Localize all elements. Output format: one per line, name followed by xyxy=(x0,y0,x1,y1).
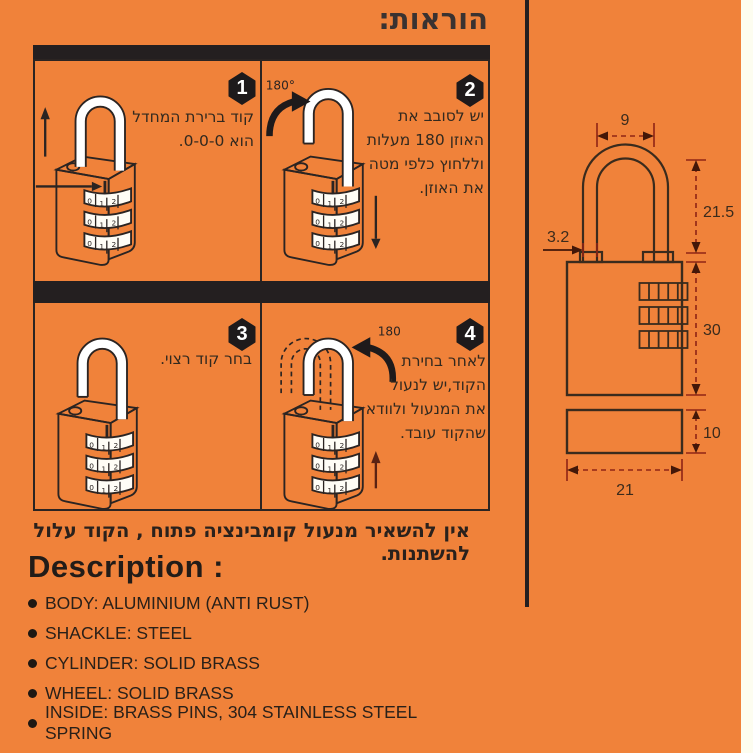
step4-angle-label: 180° xyxy=(378,324,402,338)
shackle-raised xyxy=(302,88,354,187)
step2-lock-illustration: 180° xyxy=(266,78,381,267)
svg-text:21.5: 21.5 xyxy=(703,204,734,221)
middle-black-bar xyxy=(33,281,490,303)
list-item: SHACKLE: STEEL xyxy=(28,618,488,648)
list-item: BODY: ALUMINIUM (ANTI RUST) xyxy=(28,588,488,618)
description-heading: Description : xyxy=(28,549,224,584)
bullet-icon xyxy=(28,598,37,608)
warning-text: אין להשאיר מנעול קומבינציה פתוח , הקוד ע… xyxy=(33,519,470,565)
shackle-closed xyxy=(74,95,126,171)
top-black-bar xyxy=(33,45,490,59)
bullet-icon xyxy=(28,658,37,668)
bullet-icon xyxy=(28,688,37,698)
dim-body-depth: 10 xyxy=(686,409,721,454)
step4-lock-illustration: 180° xyxy=(280,324,402,511)
svg-text:3.2: 3.2 xyxy=(547,229,569,246)
bullet-icon xyxy=(28,628,37,638)
shackle-open xyxy=(302,337,354,422)
step1-lock-illustration xyxy=(35,95,137,267)
svg-text:21: 21 xyxy=(616,482,634,499)
list-item: INSIDE: BRASS PINS, 304 STAINLESS STEEL … xyxy=(28,702,488,743)
section-divider xyxy=(525,0,529,607)
push-up-arrow-icon xyxy=(371,451,381,489)
technical-drawing: 9 21.5 3.2 30 xyxy=(543,112,734,499)
step1-number: 1 xyxy=(236,77,248,99)
svg-text:9: 9 xyxy=(621,112,630,129)
bullet-icon xyxy=(28,718,37,728)
svg-text:30: 30 xyxy=(703,322,721,339)
pull-up-arrow-icon xyxy=(40,107,50,157)
step1-text: קוד ברירת המחדל הוא 0-0-0. xyxy=(132,108,254,150)
drawing-body-side xyxy=(565,408,684,455)
rotate-180-arrow-icon xyxy=(266,91,311,137)
step3-text: בחר קוד רצוי. xyxy=(160,350,252,368)
list-item: WHEEL: SOLID BRASS xyxy=(28,678,488,708)
step2-number: 2 xyxy=(464,79,476,101)
point-right-arrow-icon xyxy=(35,181,103,192)
drawing-dials xyxy=(638,282,689,349)
rotate-back-180-arrow-icon xyxy=(351,337,396,383)
drawing-shackle xyxy=(578,143,675,264)
step2-text: יש לסובב את האוזן 180 מעלות וללחוץ כלפי … xyxy=(366,107,484,197)
dim-shackle-thickness: 3.2 xyxy=(543,229,598,257)
shackle-ghost-outline xyxy=(280,337,332,410)
dim-body-height: 30 xyxy=(686,261,721,396)
list-item: CYLINDER: SOLID BRASS xyxy=(28,648,488,678)
page-title: הוראות: xyxy=(378,2,488,36)
dim-body-width: 21 xyxy=(566,459,683,499)
step3-number: 3 xyxy=(236,323,248,345)
shackle-open xyxy=(76,337,128,420)
step4-number: 4 xyxy=(464,323,476,345)
step4-text: לאחר בחירת הקוד,יש לנעול את המנעול ולווד… xyxy=(365,352,486,442)
dim-shackle-height: 21.5 xyxy=(686,159,734,254)
description-list: BODY: ALUMINIUM (ANTI RUST) SHACKLE: STE… xyxy=(28,588,488,743)
dim-shackle-inner-width: 9 xyxy=(596,112,655,147)
step3-lock-illustration xyxy=(57,337,139,511)
push-down-arrow-icon xyxy=(371,195,381,249)
step2-angle-label: 180° xyxy=(266,78,295,92)
svg-text:10: 10 xyxy=(703,425,721,442)
drawing-body xyxy=(565,260,684,397)
